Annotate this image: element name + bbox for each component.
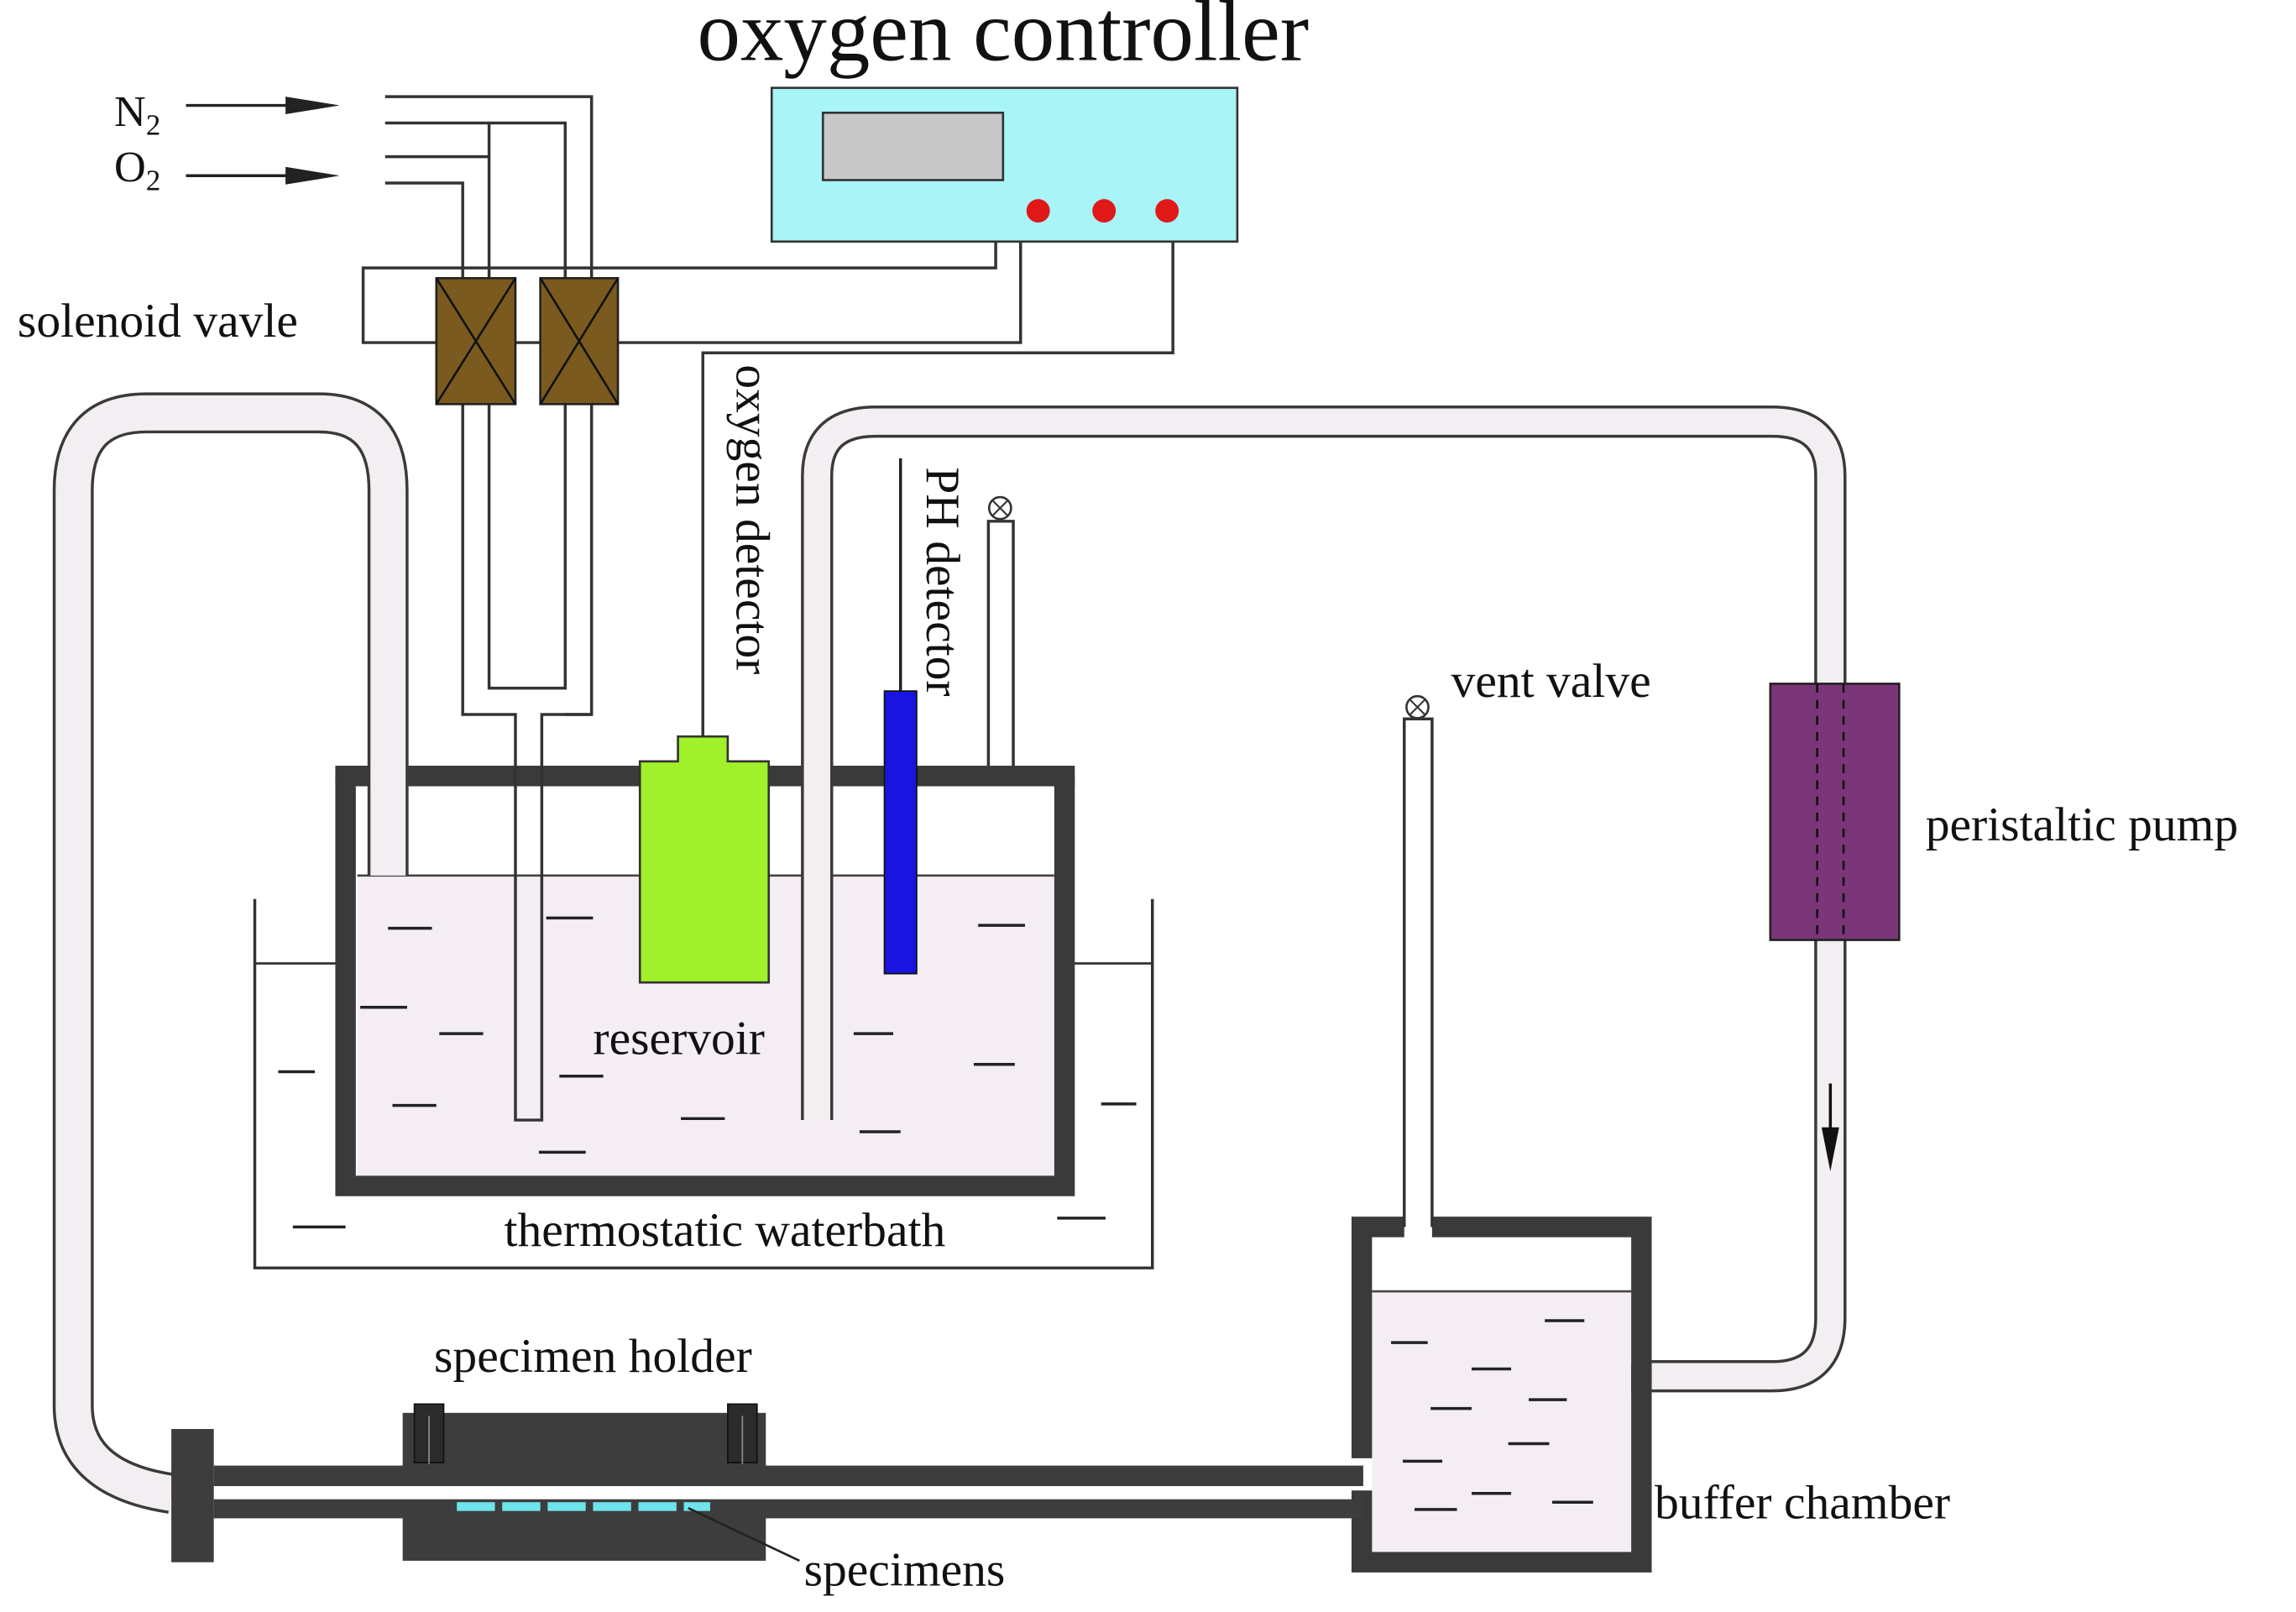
controller-display [821,111,1005,181]
o2-label: O2 [114,143,160,196]
controller-button [1092,199,1117,223]
solenoid-valve [435,277,620,406]
n2-inlet-arrow [186,97,340,115]
ph-detector-label: PH detector [916,467,969,696]
oxygen-detector-label: oxygen detector [725,364,778,674]
pump-tubing [801,406,1847,1393]
solenoid-valve-label: solenoid vavle [18,295,298,348]
specimen-holder [171,1403,1363,1562]
specimens-leader-line [688,1507,800,1562]
buffer-chamber-label: buffer chamber [1655,1476,1950,1529]
n2-label-main: N [114,87,146,136]
return-tubing [52,392,409,1514]
gas-lines [384,95,594,1122]
oxygen-controller-label: oxygen controller [698,0,1310,79]
peristaltic-pump [1769,683,1901,941]
n2-label-sub: 2 [146,108,160,141]
oxygen-detector [638,735,771,984]
controller-button [1155,199,1179,223]
specimens [457,1502,710,1511]
peristaltic-pump-label: peristaltic pump [1926,798,2238,851]
thermostatic-waterbath-label: thermostatic waterbath [505,1204,946,1257]
vent-valve-label: vent valve [1451,655,1651,708]
flow-direction-arrow [1821,1083,1839,1172]
controller-button [1026,199,1050,223]
oxygen-controller [770,86,1239,243]
thermostatic-waterbath [253,898,1154,1269]
reservoir-vent [986,495,1015,767]
o2-inlet-arrow [186,166,340,185]
o2-label-main: O [114,143,146,191]
specimens-label: specimens [804,1544,1006,1597]
specimen-holder-label: specimen holder [434,1330,752,1383]
buffer-chamber [1351,1217,1652,1573]
vent-valve [1403,694,1434,1227]
o2-label-sub: 2 [146,165,160,197]
reservoir-label: reservoir [593,1013,765,1065]
controller-wiring [361,241,1174,737]
n2-label: N2 [114,87,160,141]
ph-detector [883,458,918,975]
